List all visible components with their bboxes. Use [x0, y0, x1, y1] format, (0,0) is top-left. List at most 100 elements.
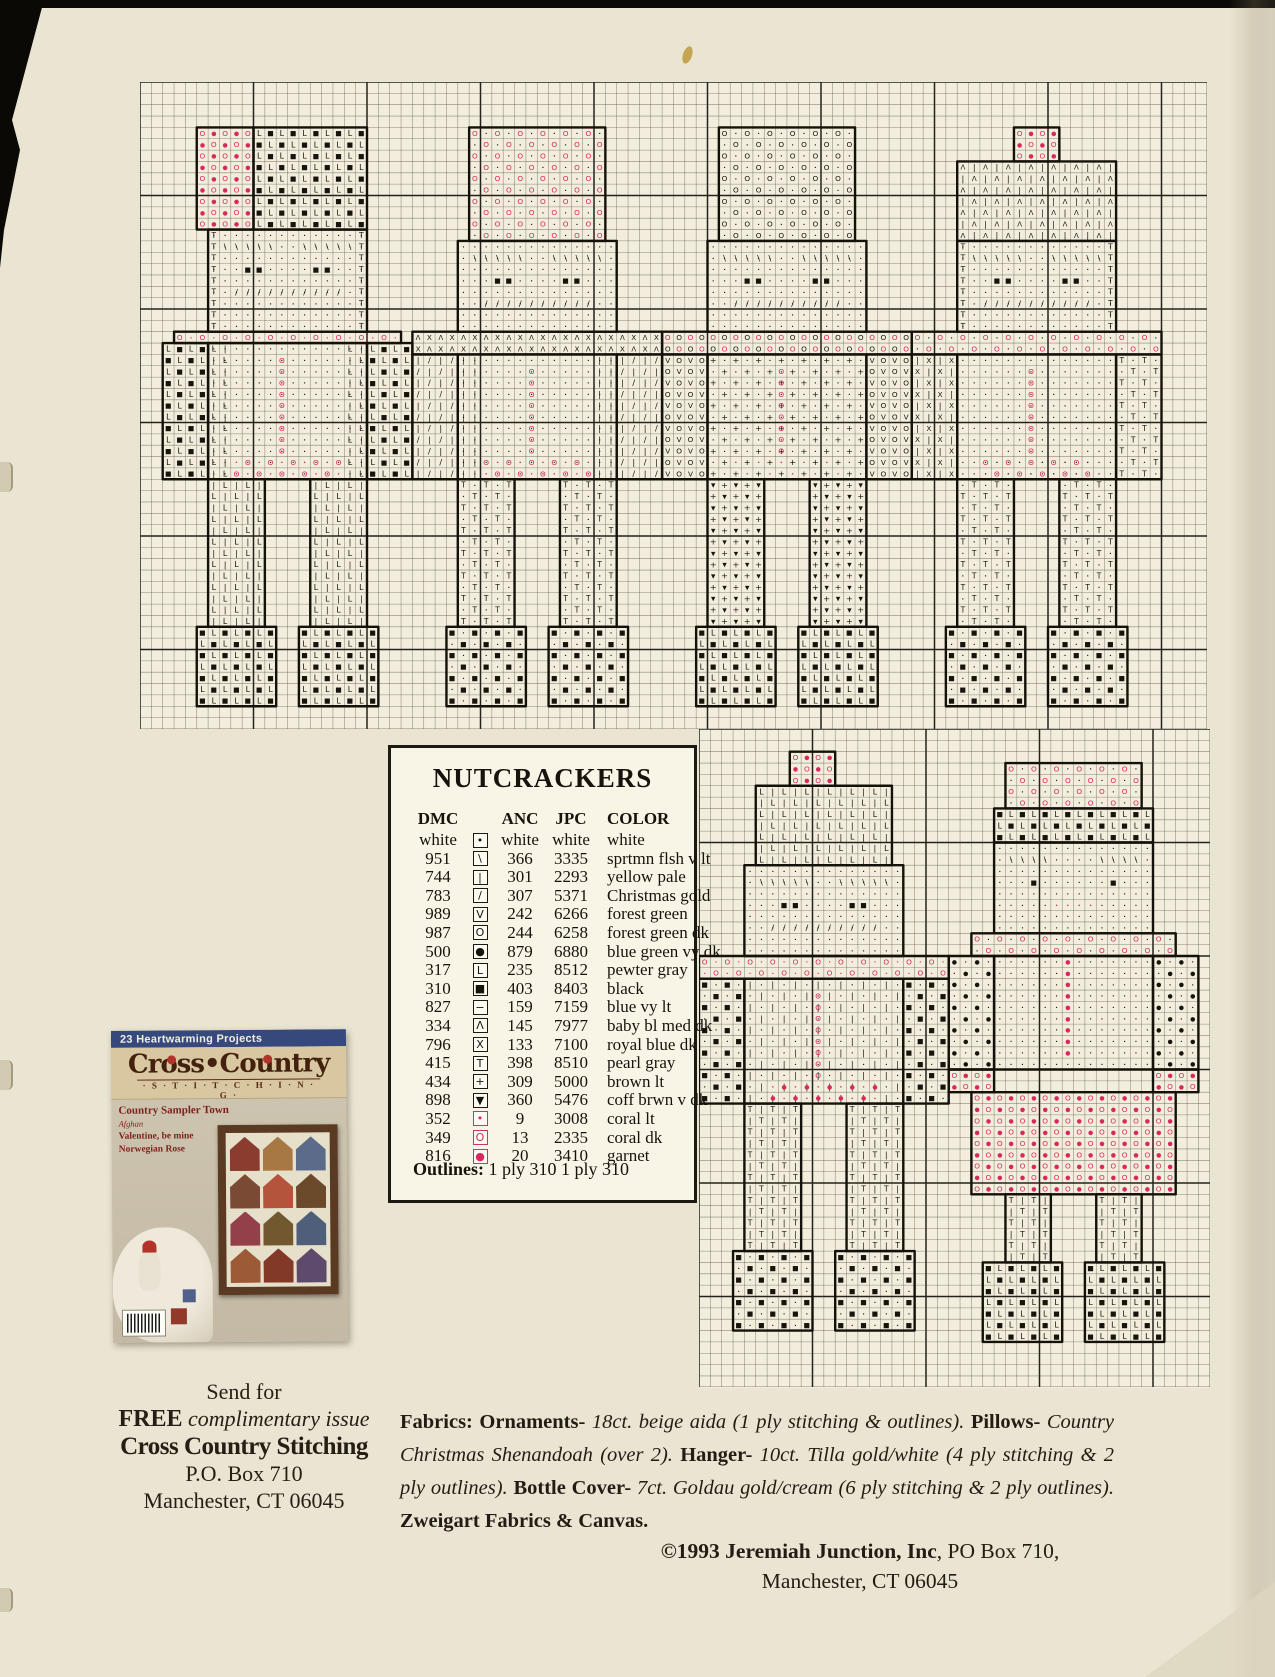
legend-cell: 415	[425, 1053, 451, 1073]
legend-header: ANC	[501, 809, 539, 828]
stitch-symbol-icon: +	[472, 1074, 488, 1090]
house-motif	[296, 1211, 326, 1245]
stitch-symbol-icon: −	[472, 999, 488, 1015]
legend-cell: white	[607, 830, 645, 849]
legend-header: DMC	[417, 809, 459, 828]
subscription-offer: Send for FREE complimentary issue Cross …	[106, 1378, 382, 1514]
legend-cell: 783	[425, 885, 451, 905]
stitch-symbol-icon: \	[472, 851, 488, 867]
text-segment: Ornaments-	[479, 1411, 592, 1433]
paper-notch	[0, 462, 13, 492]
legend-cell: 133	[507, 1034, 533, 1054]
copyright-note: ©1993 Jeremiah Junction, Inc, PO Box 710…	[600, 1536, 1120, 1596]
legend-cell: 951	[425, 848, 451, 868]
top-pattern-chart-canvas	[140, 82, 1207, 729]
stitch-symbol-icon: •	[472, 832, 488, 848]
quilt-patch	[182, 1289, 196, 1303]
legend-row: 310 ■ 403 8403 black	[413, 979, 688, 998]
stitch-symbol-icon: O	[472, 1130, 488, 1145]
outlines-label: Outlines:	[413, 1159, 485, 1179]
outlines-text: 1 ply 310	[561, 1159, 630, 1179]
doll-photo-shape	[138, 1248, 161, 1291]
legend-title: NUTCRACKERS	[432, 763, 653, 793]
magazine-masthead: Cross•Country · S · T · I · T · C · H · …	[111, 1046, 347, 1101]
legend-cell: 8403	[554, 978, 588, 998]
stitch-symbol-icon: Λ	[472, 1018, 488, 1034]
legend-cell: pewter gray	[607, 960, 688, 980]
cover-headline: Country Sampler Town	[118, 1104, 229, 1117]
text-segment: Pillows-	[970, 1411, 1047, 1433]
legend-header: COLOR	[607, 809, 670, 828]
legend-cell: 398	[507, 1053, 533, 1073]
stitch-symbol-icon: T	[472, 1055, 488, 1071]
house-motif	[296, 1136, 326, 1170]
stitch-symbol-icon: ●	[472, 1148, 488, 1164]
paper-notch	[0, 1060, 13, 1090]
legend-cell: 244	[507, 922, 533, 942]
scan-edge-top	[0, 0, 1275, 8]
paper-notch	[0, 1588, 13, 1612]
apple-icon	[263, 1054, 273, 1064]
legend-cell: 3410	[554, 1146, 588, 1166]
cover-headline: Valentine, be mine	[118, 1131, 194, 1142]
text-segment: 7ct. Goldau gold/cream (6 ply stitching …	[636, 1477, 1114, 1499]
text-segment: Fabrics:	[400, 1411, 480, 1433]
legend-cell: 744	[425, 867, 451, 887]
legend-cell: coff brwn v dk	[607, 1090, 708, 1110]
legend-cell: 796	[425, 1034, 451, 1054]
legend-cell: 310	[425, 978, 451, 998]
page-right-edge	[1229, 0, 1275, 1677]
legend-cell: 145	[507, 1015, 533, 1035]
stitch-symbol-icon: L	[472, 962, 488, 978]
legend-cell: royal blue dk	[607, 1034, 697, 1054]
legend-cell: 349	[425, 1127, 451, 1147]
legend-cell: 2335	[554, 1127, 588, 1147]
legend-cell: brown lt	[607, 1071, 665, 1091]
apple-icon	[167, 1055, 177, 1065]
legend-cell: 7100	[554, 1034, 588, 1054]
legend-cell: forest green dk	[607, 922, 709, 942]
legend-cell: 989	[425, 904, 451, 924]
copyright-line2: Manchester, CT 06045	[761, 1569, 959, 1593]
legend-cell: 366	[507, 848, 533, 868]
house-motif	[230, 1211, 260, 1245]
legend-cell: pearl gray	[607, 1053, 676, 1073]
legend-cell: 879	[507, 941, 533, 961]
legend-cell: 3008	[554, 1108, 588, 1128]
offer-line1: Send for	[206, 1379, 282, 1404]
top-pattern-grid	[140, 82, 1207, 729]
stitch-symbol-icon: |	[472, 869, 488, 885]
text-segment: , PO Box 710,	[936, 1539, 1060, 1563]
legend-cell: forest green	[607, 904, 688, 924]
legend-cell: 8510	[554, 1053, 588, 1073]
legend-cell: yellow pale	[607, 867, 686, 887]
legend-cell: 7159	[554, 997, 588, 1017]
legend-cell: black	[607, 978, 644, 998]
address-line2: Manchester, CT 06045	[143, 1488, 345, 1513]
framed-sampler	[217, 1124, 339, 1296]
bottom-pattern-grid	[699, 729, 1210, 1388]
legend-cell: 403	[507, 978, 533, 998]
legend-cell: 159	[507, 997, 533, 1017]
outlines-value: 1 ply 310	[488, 1159, 557, 1179]
legend-cell: blue vy lt	[607, 997, 672, 1017]
house-motif	[296, 1248, 326, 1282]
stitch-symbol-icon: ▼	[472, 1092, 488, 1108]
legend-cell: 3335	[554, 848, 588, 868]
page-corner-fold	[1145, 1582, 1275, 1677]
copyright-line1: ©1993 Jeremiah Junction, Inc, PO Box 710…	[600, 1536, 1120, 1566]
legend-cell: 6880	[554, 941, 588, 961]
stitch-symbol-icon: ■	[472, 981, 488, 997]
legend-header: JPC	[555, 809, 587, 828]
